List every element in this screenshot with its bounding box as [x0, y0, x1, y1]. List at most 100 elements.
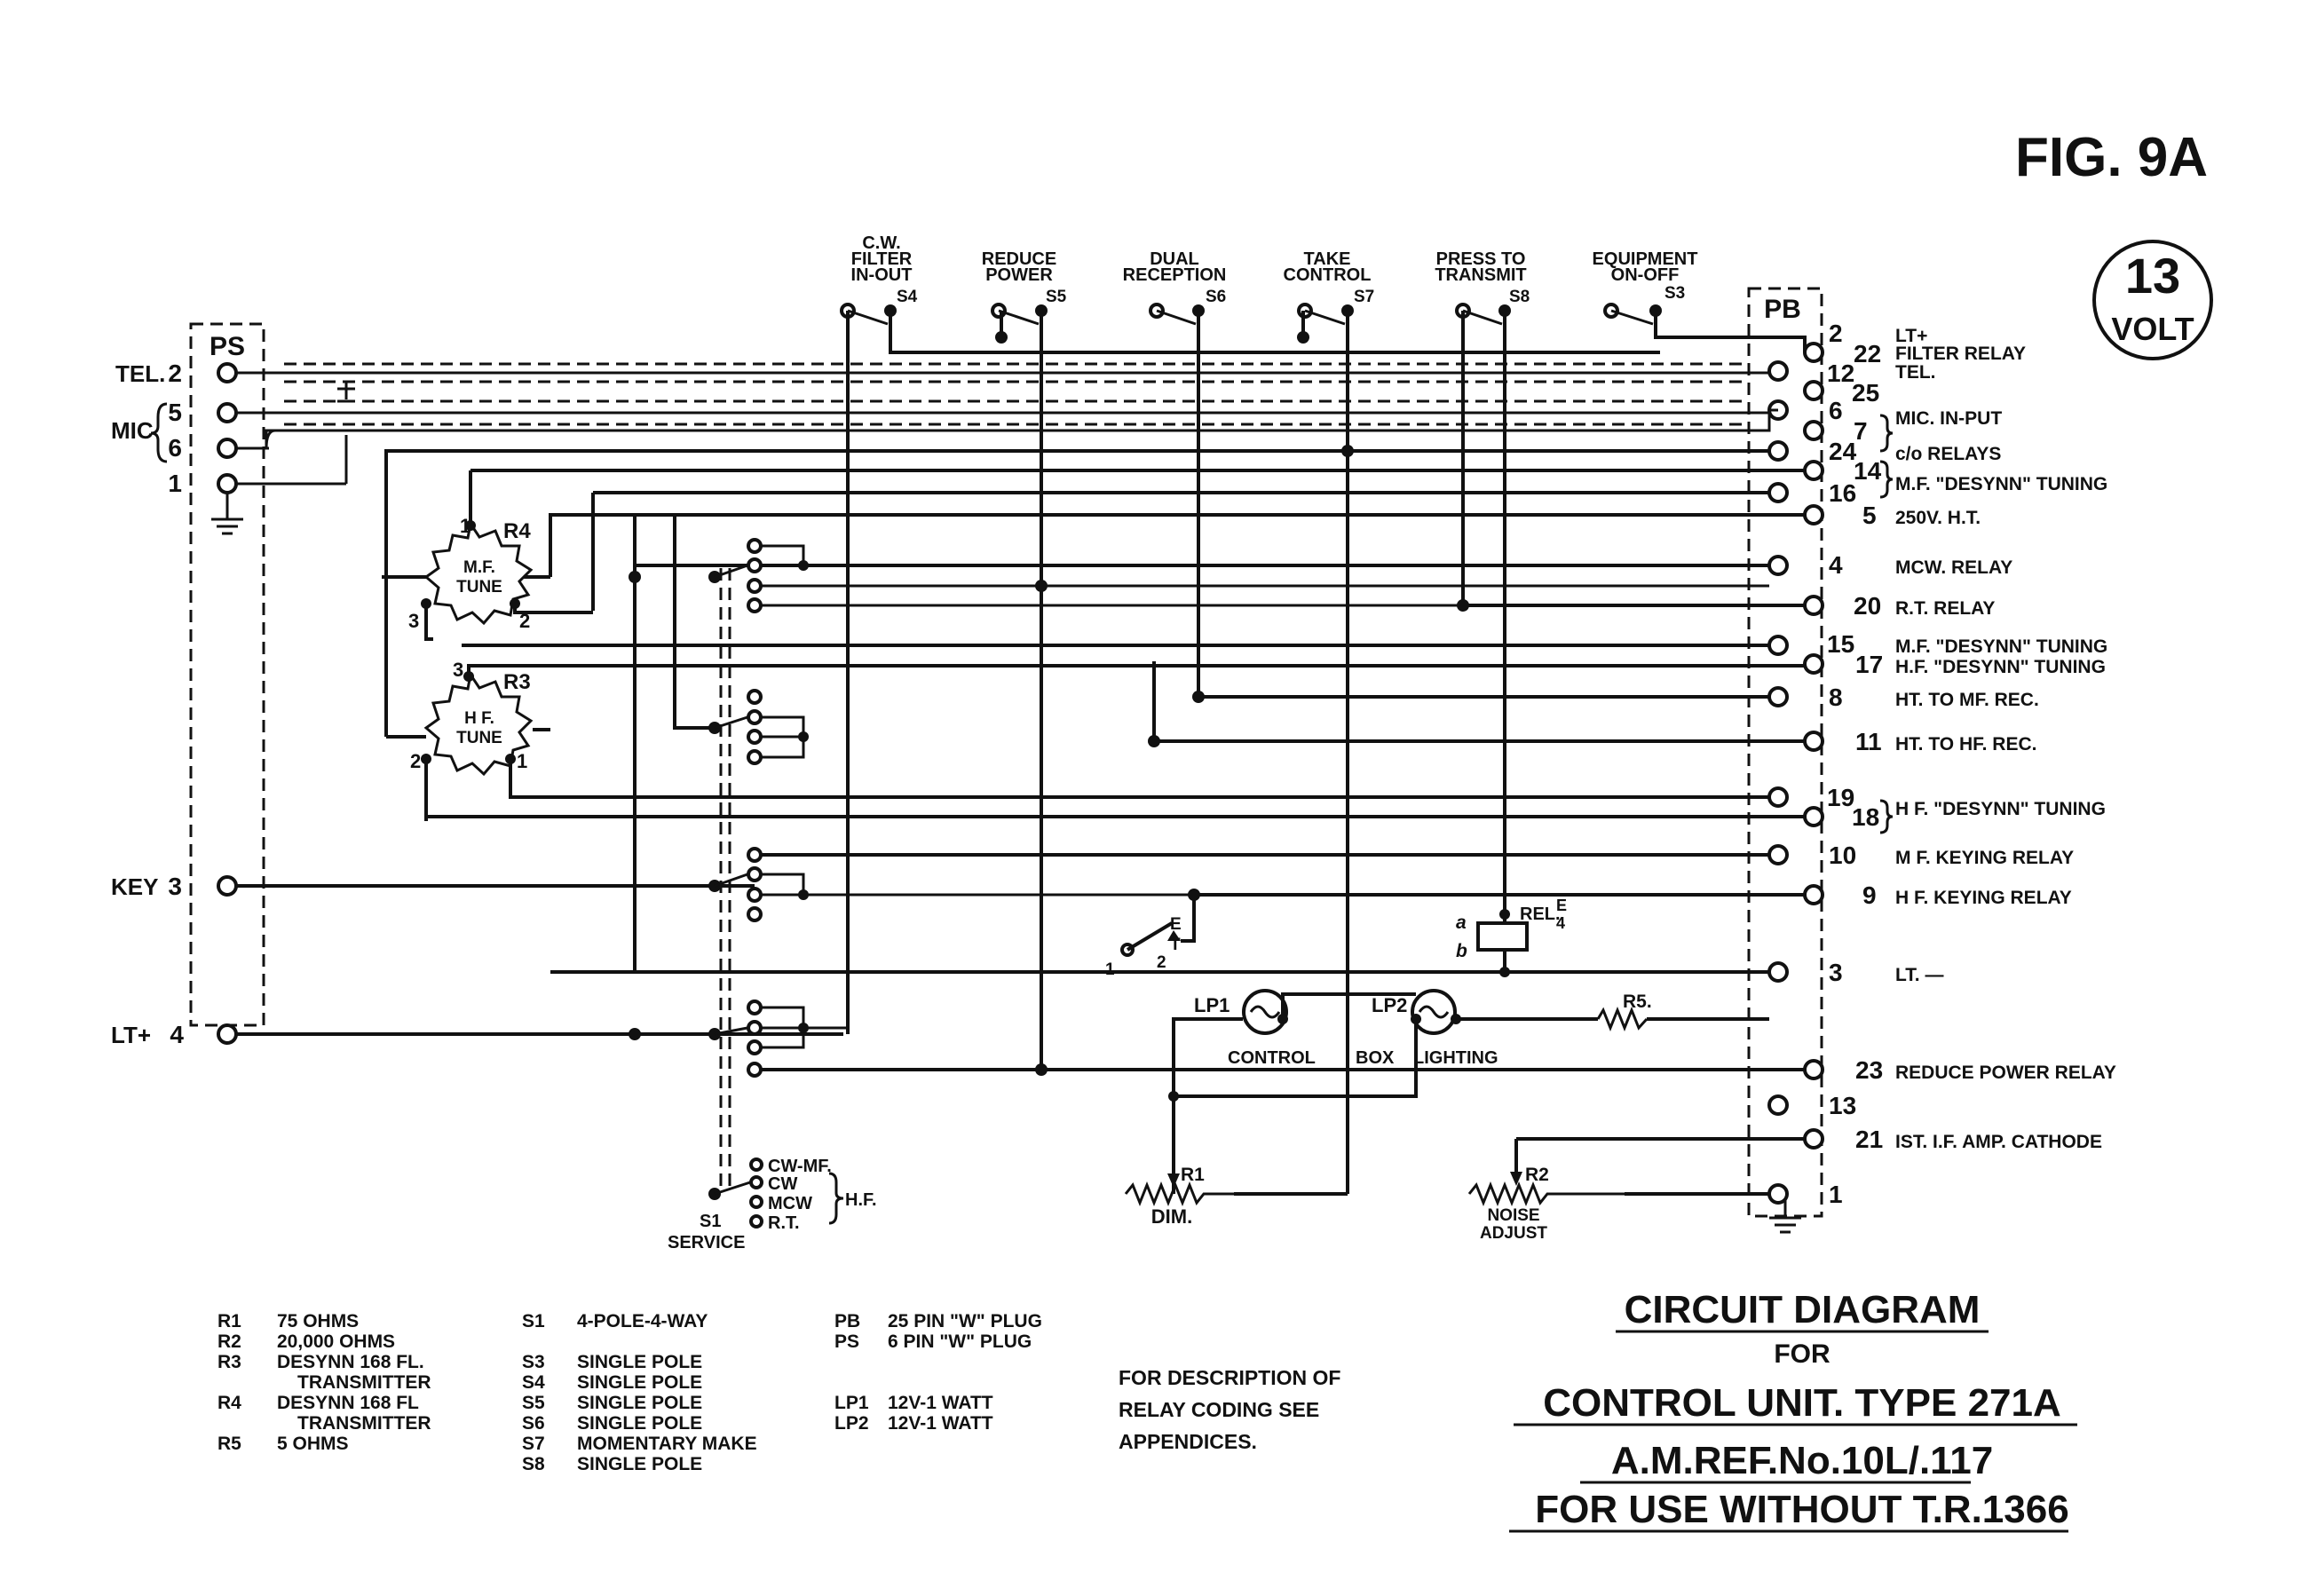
s1-pos-cwmf: CW-MF. — [768, 1157, 832, 1176]
pb-pin-7 — [1803, 420, 1824, 441]
r4-p1: 1 — [460, 515, 470, 537]
ps-label-mic: MIC — [111, 417, 154, 444]
title-line4: A.M.REF.No.10L/.117 — [1611, 1439, 1993, 1482]
lp2-label: LP2 — [1372, 994, 1407, 1016]
legend-c1-r0-ref: R1 — [217, 1311, 241, 1331]
s5-id: S5 — [1046, 288, 1067, 306]
ps-num-1: 1 — [168, 470, 182, 497]
pb-label-lt-plus: LT+ — [1895, 326, 1927, 346]
pb-ground-symbol — [1769, 1194, 1801, 1234]
pb-pin-25 — [1803, 380, 1824, 401]
legend-c3-r1-ref: PS — [834, 1331, 859, 1352]
pb-label-mf-keying: M F. KEYING RELAY — [1895, 848, 2074, 868]
ps-pin-2 — [217, 362, 238, 383]
r4-p3: 3 — [408, 610, 419, 632]
pb-pin-18 — [1803, 806, 1824, 827]
pb-num-13: 13 — [1829, 1092, 1856, 1119]
legend-c1-r4-val: DESYNN 168 FL — [277, 1393, 419, 1413]
s6-id: S6 — [1206, 288, 1226, 306]
key-e-top: E — [1170, 915, 1182, 934]
r4-ref: R4 — [503, 519, 531, 543]
r3-line1: H F. — [464, 709, 494, 728]
legend-c2-r3-ref: S4 — [522, 1372, 545, 1393]
s8-label-2: TRANSMIT — [1435, 265, 1526, 285]
r1-caption: DIM. — [1151, 1205, 1192, 1228]
legend-c2-r5-val: SINGLE POLE — [577, 1413, 702, 1434]
legend-c3-r0-val: 25 PIN "W" PLUG — [888, 1311, 1042, 1331]
legend-c2-r3-val: SINGLE POLE — [577, 1372, 702, 1393]
legend-c1-r0-val: 75 OHMS — [277, 1311, 359, 1331]
legend-c1-r1-ref: R2 — [217, 1331, 241, 1352]
s3-label-1: EQUIPMENT — [1593, 249, 1698, 269]
legend-note-2: RELAY CODING SEE — [1119, 1398, 1319, 1421]
wiring — [236, 311, 1805, 1229]
legend-note-3: APPENDICES. — [1119, 1430, 1257, 1453]
pb-pin-3 — [1767, 961, 1789, 983]
ps-pin-4 — [217, 1023, 238, 1045]
volt-badge-number: 13 — [2125, 248, 2180, 304]
ps-num-2: 2 — [168, 359, 182, 387]
pb-num-17: 17 — [1855, 651, 1883, 678]
pb-label-co-relays: c/o RELAYS — [1895, 444, 2001, 464]
s4-label-3: IN-OUT — [851, 265, 913, 285]
ps-label-tel: TEL. — [115, 360, 165, 387]
ps-num-5: 5 — [168, 399, 182, 426]
fig-label: FIG. 9A — [2015, 127, 2208, 188]
pb-label-mf-desynn-1: M.F. "DESYNN" TUNING — [1895, 474, 2107, 494]
relay-a: a — [1456, 913, 1467, 933]
legend-c1-r1-val: 20,000 OHMS — [277, 1331, 395, 1352]
s7-label-2: CONTROL — [1284, 265, 1372, 285]
pb-num-14: 14 — [1854, 457, 1882, 485]
legend-c1-r2-ref: R3 — [217, 1352, 241, 1372]
pb-label-lt-minus: LT. — — [1895, 965, 1943, 985]
pb-num-24: 24 — [1829, 438, 1857, 465]
pb-pin-14 — [1803, 460, 1824, 481]
pb-brace-hf — [1879, 799, 1894, 834]
pb-label-mcw-relay: MCW. RELAY — [1895, 557, 2012, 578]
pb-pin-5 — [1803, 504, 1824, 525]
pb-title: PB — [1764, 295, 1801, 324]
s1-caption: SERVICE — [668, 1233, 745, 1252]
pb-pin-20 — [1803, 595, 1824, 616]
ps-pin-6 — [217, 438, 238, 459]
legend-c3-r1-val: 6 PIN "W" PLUG — [888, 1331, 1032, 1352]
pb-num-3: 3 — [1829, 959, 1843, 986]
ps-pin-5 — [217, 402, 238, 423]
pb-label-ht-hf: HT. TO HF. REC. — [1895, 734, 2036, 755]
pb-num-21: 21 — [1855, 1126, 1883, 1153]
pb-num-10: 10 — [1829, 841, 1856, 869]
legend-c2-r2-val: SINGLE POLE — [577, 1352, 702, 1372]
pb-pin-21 — [1803, 1128, 1824, 1150]
lamp-caption-lighting: LIGHTING — [1413, 1048, 1498, 1068]
pb-label-hf-desynn-2: H F. "DESYNN" TUNING — [1895, 799, 2106, 819]
ps-title: PS — [210, 332, 245, 361]
s8-label-1: PRESS TO — [1436, 249, 1526, 269]
pb-label-tel: TEL. — [1895, 362, 1936, 383]
ps-pin-3 — [217, 875, 238, 897]
pb-num-1: 1 — [1829, 1181, 1843, 1208]
r2-caption-2: ADJUST — [1480, 1224, 1547, 1243]
pb-num-18: 18 — [1852, 803, 1879, 831]
r2-ref: R2 — [1525, 1165, 1549, 1185]
pb-pin-23 — [1803, 1059, 1824, 1080]
pb-label-hf-desynn-1: H.F. "DESYNN" TUNING — [1895, 657, 2106, 677]
pb-pin-12 — [1767, 360, 1789, 382]
relay-b: b — [1456, 941, 1467, 961]
ps-label-lt: LT+ — [111, 1022, 151, 1048]
legend-c2-r2-ref: S3 — [522, 1352, 545, 1372]
title-block: CIRCUIT DIAGRAM FOR CONTROL UNIT. TYPE 2… — [1509, 1288, 2077, 1533]
pb-label-rt-relay: R.T. RELAY — [1895, 598, 1995, 619]
r3-p3: 3 — [453, 659, 463, 681]
s4-label-2: FILTER — [851, 249, 913, 269]
s1-pos-mcw: MCW — [768, 1194, 812, 1213]
pb-pin-17 — [1803, 653, 1824, 675]
ps-pin-1 — [217, 473, 238, 494]
pb-pin-15 — [1767, 635, 1789, 656]
pb-num-2: 2 — [1829, 320, 1843, 347]
key-e-p2: 2 — [1157, 953, 1166, 972]
pb-num-9: 9 — [1862, 881, 1877, 909]
relay-ref: REL. — [1520, 905, 1561, 924]
legend-c2-r6-val: MOMENTARY MAKE — [577, 1434, 757, 1454]
s1-pos-cw: CW — [768, 1174, 797, 1194]
pb-brace-mic — [1879, 414, 1894, 453]
